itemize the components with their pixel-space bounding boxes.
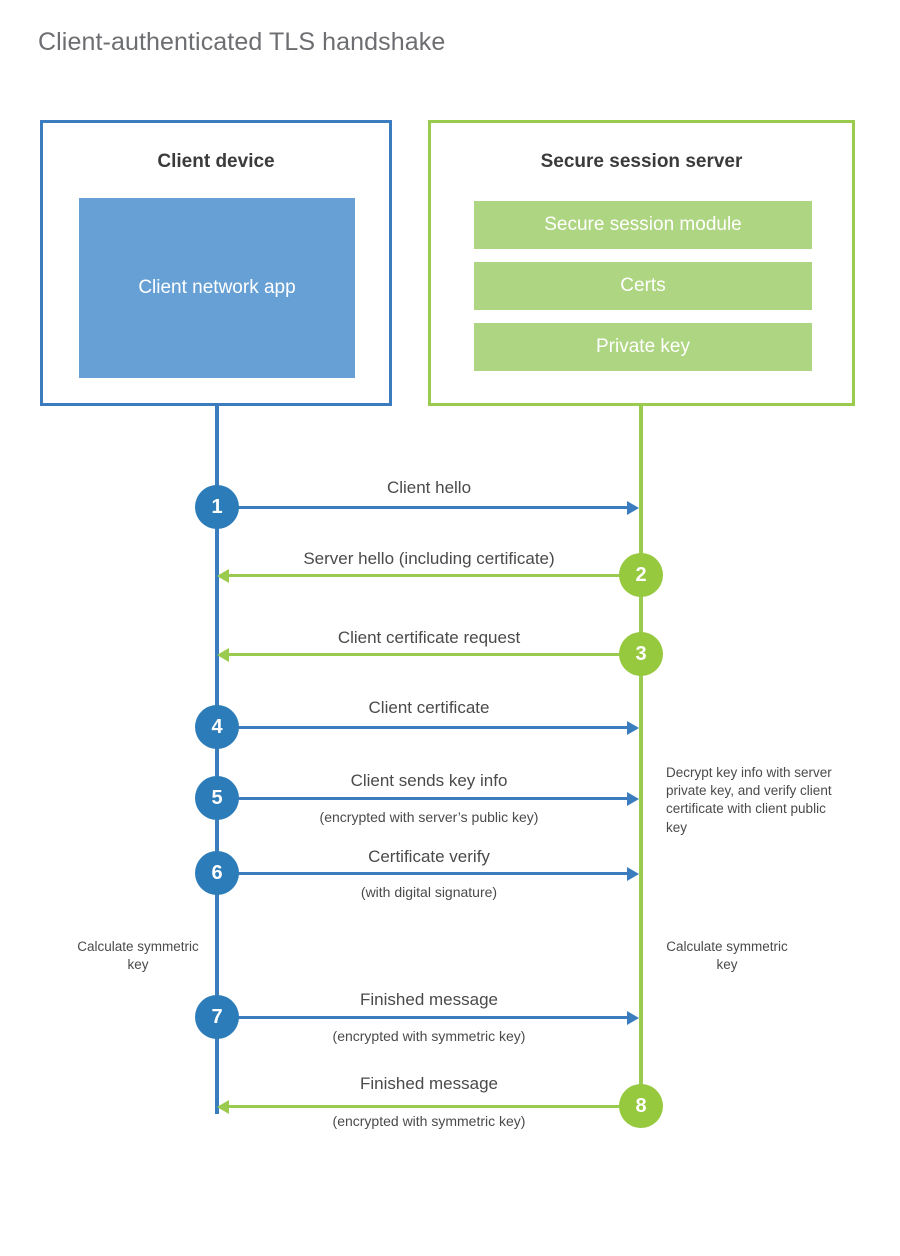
- server-component-list: Secure session module Certs Private key: [474, 201, 812, 384]
- step-8-sublabel: (encrypted with symmetric key): [332, 1113, 526, 1129]
- step-5-arrowhead-icon: [627, 791, 639, 806]
- step-1-line: [217, 506, 627, 509]
- step-6-sublabel: (with digital signature): [360, 884, 498, 900]
- step-8-label: Finished message: [360, 1074, 498, 1093]
- server-component-private-key: Private key: [474, 323, 812, 371]
- client-device-title: Client device: [157, 151, 275, 172]
- server-lifeline: [639, 404, 643, 1108]
- client-calculate-symmetric-key-annotation: Calculate symmetric key: [77, 939, 199, 973]
- step-7-line: [217, 1016, 627, 1019]
- step-4-label: Client certificate: [368, 698, 490, 717]
- client-lifeline: [215, 404, 219, 1114]
- step-3-label: Client certificate request: [337, 628, 521, 647]
- client-device-box: Client device Client network app: [40, 120, 392, 406]
- step-2-line: [229, 574, 641, 577]
- server-component-certs: Certs: [474, 262, 812, 310]
- page-title: Client-authenticated TLS handshake: [38, 28, 446, 56]
- step-8-line: [229, 1105, 641, 1108]
- server-component-secure-session-module: Secure session module: [474, 201, 812, 249]
- step-5-sublabel: (encrypted with server’s public key): [319, 809, 539, 825]
- step-1-badge[interactable]: 1: [195, 485, 239, 529]
- step-4-line: [217, 726, 627, 729]
- step-2-badge[interactable]: 2: [619, 553, 663, 597]
- step-8-badge[interactable]: 8: [619, 1084, 663, 1128]
- step-6-label: Certificate verify: [368, 847, 490, 866]
- step-3-arrowhead-icon: [217, 647, 229, 662]
- step-6-arrowhead-icon: [627, 866, 639, 881]
- step-7-sublabel: (encrypted with symmetric key): [332, 1028, 526, 1044]
- secure-session-server-box: Secure session server Secure session mod…: [428, 120, 855, 406]
- step-1-label: Client hello: [386, 478, 472, 497]
- client-network-app-block: Client network app: [79, 198, 355, 378]
- step-5-badge[interactable]: 5: [195, 776, 239, 820]
- step-7-arrowhead-icon: [627, 1010, 639, 1025]
- step-2-label: Server hello (including certificate): [303, 549, 555, 568]
- server-decrypt-annotation: Decrypt key info with server private key…: [666, 765, 832, 835]
- step-3-line: [229, 653, 641, 656]
- step-6-line: [217, 872, 627, 875]
- step-7-badge[interactable]: 7: [195, 995, 239, 1039]
- step-1-arrowhead-icon: [627, 500, 639, 515]
- secure-session-server-title: Secure session server: [540, 151, 743, 172]
- step-6-badge[interactable]: 6: [195, 851, 239, 895]
- server-calculate-symmetric-key-annotation: Calculate symmetric key: [666, 939, 788, 973]
- step-4-badge[interactable]: 4: [195, 705, 239, 749]
- step-5-line: [217, 797, 627, 800]
- step-8-arrowhead-icon: [217, 1099, 229, 1114]
- step-5-label: Client sends key info: [350, 771, 508, 790]
- step-4-arrowhead-icon: [627, 720, 639, 735]
- step-2-arrowhead-icon: [217, 568, 229, 583]
- step-3-badge[interactable]: 3: [619, 632, 663, 676]
- step-7-label: Finished message: [360, 990, 498, 1009]
